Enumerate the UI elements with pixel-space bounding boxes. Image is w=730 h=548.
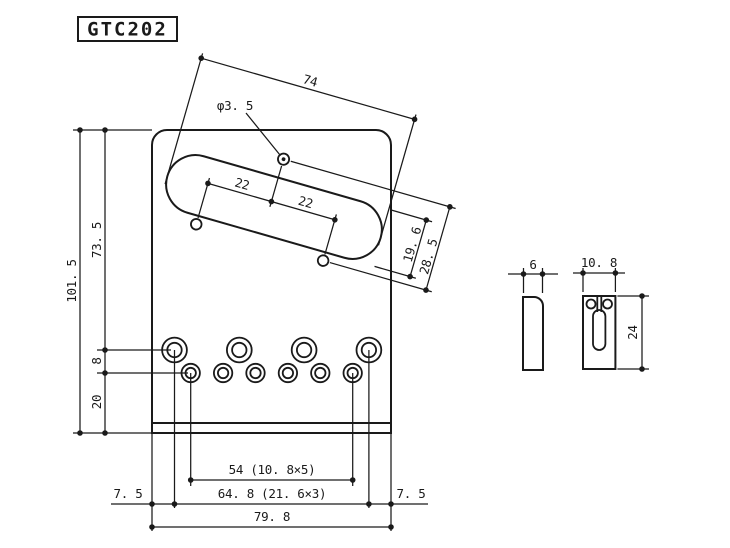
saddle-screw-hole [226,336,253,364]
pickup-mount-hole-center [277,152,291,166]
dim-string-hole-span-label: 54 (10. 8×5) [229,462,316,477]
part-number-box: GTC202 [77,16,178,42]
part-number-label: GTC202 [87,19,168,41]
dim-right-margin-label: 7. 5 [397,486,426,501]
saddle-screw-hole-left [585,298,597,310]
saddle-side-view: 6 [508,257,558,371]
dim-top-to-saddle-row-label: 73. 5 [89,222,104,258]
dim-rows: 73. 5 8 20 [89,127,108,436]
dim-saddle-thickness-label: 6 [529,257,536,272]
string-hole [310,362,331,384]
pickup-opening-group: 74 22 22 19. 6 28. 5 [164,53,456,293]
saddle-screw-holes [161,336,383,364]
dim-mount-spacing: 22 22 [197,165,338,255]
dim-total-height: 101. 5 [64,127,83,436]
dim-row-to-bottom-label: 20 [89,395,104,409]
bottom-dimensions: 54 (10. 8×5) 7. 5 64. 8 (21. 6×3) 7. 5 7… [111,350,428,531]
dim-string-hole-span: 54 (10. 8×5) [187,462,356,483]
dim-slot-length-label: 74 [301,71,319,89]
pickup-opening-slot [165,154,383,260]
string-holes [180,362,363,384]
dim-total-width: 79. 8 [149,509,394,530]
dim-mount-offset: 28. 5 [290,160,456,293]
saddle-screw-hole-right [602,298,613,310]
dim-mount-spacing-right-label: 22 [297,193,315,211]
bridge-plate-outline [151,129,392,424]
saddle-side-outline [522,296,544,371]
dim-left-margin-label: 7. 5 [114,486,143,501]
dim-mount-spacing-left-label: 22 [233,175,251,193]
dim-saddle-thickness: 6 [508,257,558,293]
string-hole [277,362,298,384]
dim-mount-hole-dia-label: φ3. 5 [217,98,253,113]
saddle-screw-hole [290,336,318,364]
dim-mount-hole-dia: φ3. 5 [217,98,281,156]
dim-saddle-width-label: 10. 8 [581,255,617,270]
saddle-front-view: 10. 8 24 [573,255,649,372]
string-hole [213,362,234,384]
left-dimensions: 101. 5 73. 5 8 20 [64,127,188,436]
dim-saddle-width: 10. 8 [573,255,625,292]
pickup-mount-hole-right [316,254,330,267]
intonation-screw-slot [592,309,607,351]
dim-saddle-hole-span-label: 64. 8 (21. 6×3) [218,486,326,501]
dim-total-width-label: 79. 8 [254,509,290,524]
pickup-mount-hole-left [190,218,203,231]
bent-lip-flange [151,422,392,434]
dim-saddle-height-label: 24 [625,325,640,339]
dim-row-gap-label: 8 [89,357,104,364]
dim-saddle-hole-span: 7. 5 64. 8 (21. 6×3) 7. 5 [111,486,428,507]
dim-saddle-height: 24 [617,293,649,372]
saddle-front-outline [582,295,617,370]
part-number-frame [77,16,178,42]
dim-total-height-label: 101. 5 [64,259,79,302]
dim-slot-length: 74 [164,53,418,246]
string-hole [245,362,266,384]
